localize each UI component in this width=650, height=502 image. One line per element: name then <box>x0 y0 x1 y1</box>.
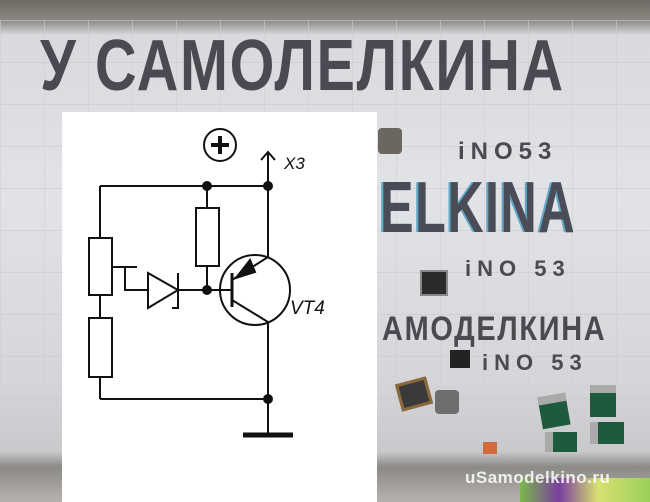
handwritten-title-small: АМОДЕЛКИНА <box>382 310 607 348</box>
connector-label: X3 <box>284 154 305 173</box>
toggle-switch-component <box>378 128 402 154</box>
watermark: uSamodelkino.ru <box>465 468 611 487</box>
schematic-drawing <box>88 128 293 438</box>
trimmer-component <box>435 390 459 414</box>
to220-transistor <box>545 432 577 452</box>
handwritten-number: iNO 53 <box>482 350 588 375</box>
handwritten-number: iNO 53 <box>465 256 571 281</box>
to220-transistor <box>590 422 624 444</box>
potentiometer <box>88 237 113 296</box>
wiper-lead <box>124 267 148 291</box>
circuit-schematic: X3 VT4 <box>62 112 377 502</box>
trimmer-component <box>420 270 448 296</box>
junction-dots <box>202 181 273 404</box>
pnp-transistor-icon <box>219 254 291 326</box>
resistor-lower <box>88 317 113 378</box>
to220-transistor <box>537 392 571 430</box>
capacitor-component <box>483 442 497 454</box>
zener-diode-icon <box>147 271 180 310</box>
handwritten-title: У САМОЛЕЛКИНА <box>40 26 565 106</box>
base-resistor <box>195 207 220 267</box>
handwritten-latin-title: ELKINA <box>380 168 576 248</box>
plus-supply-icon <box>203 128 237 162</box>
transistor-component <box>450 350 470 368</box>
handwritten-number: iNO53 <box>458 138 558 165</box>
photo-strip <box>520 478 650 502</box>
to220-transistor <box>590 385 616 417</box>
transistor-label: VT4 <box>290 298 325 319</box>
